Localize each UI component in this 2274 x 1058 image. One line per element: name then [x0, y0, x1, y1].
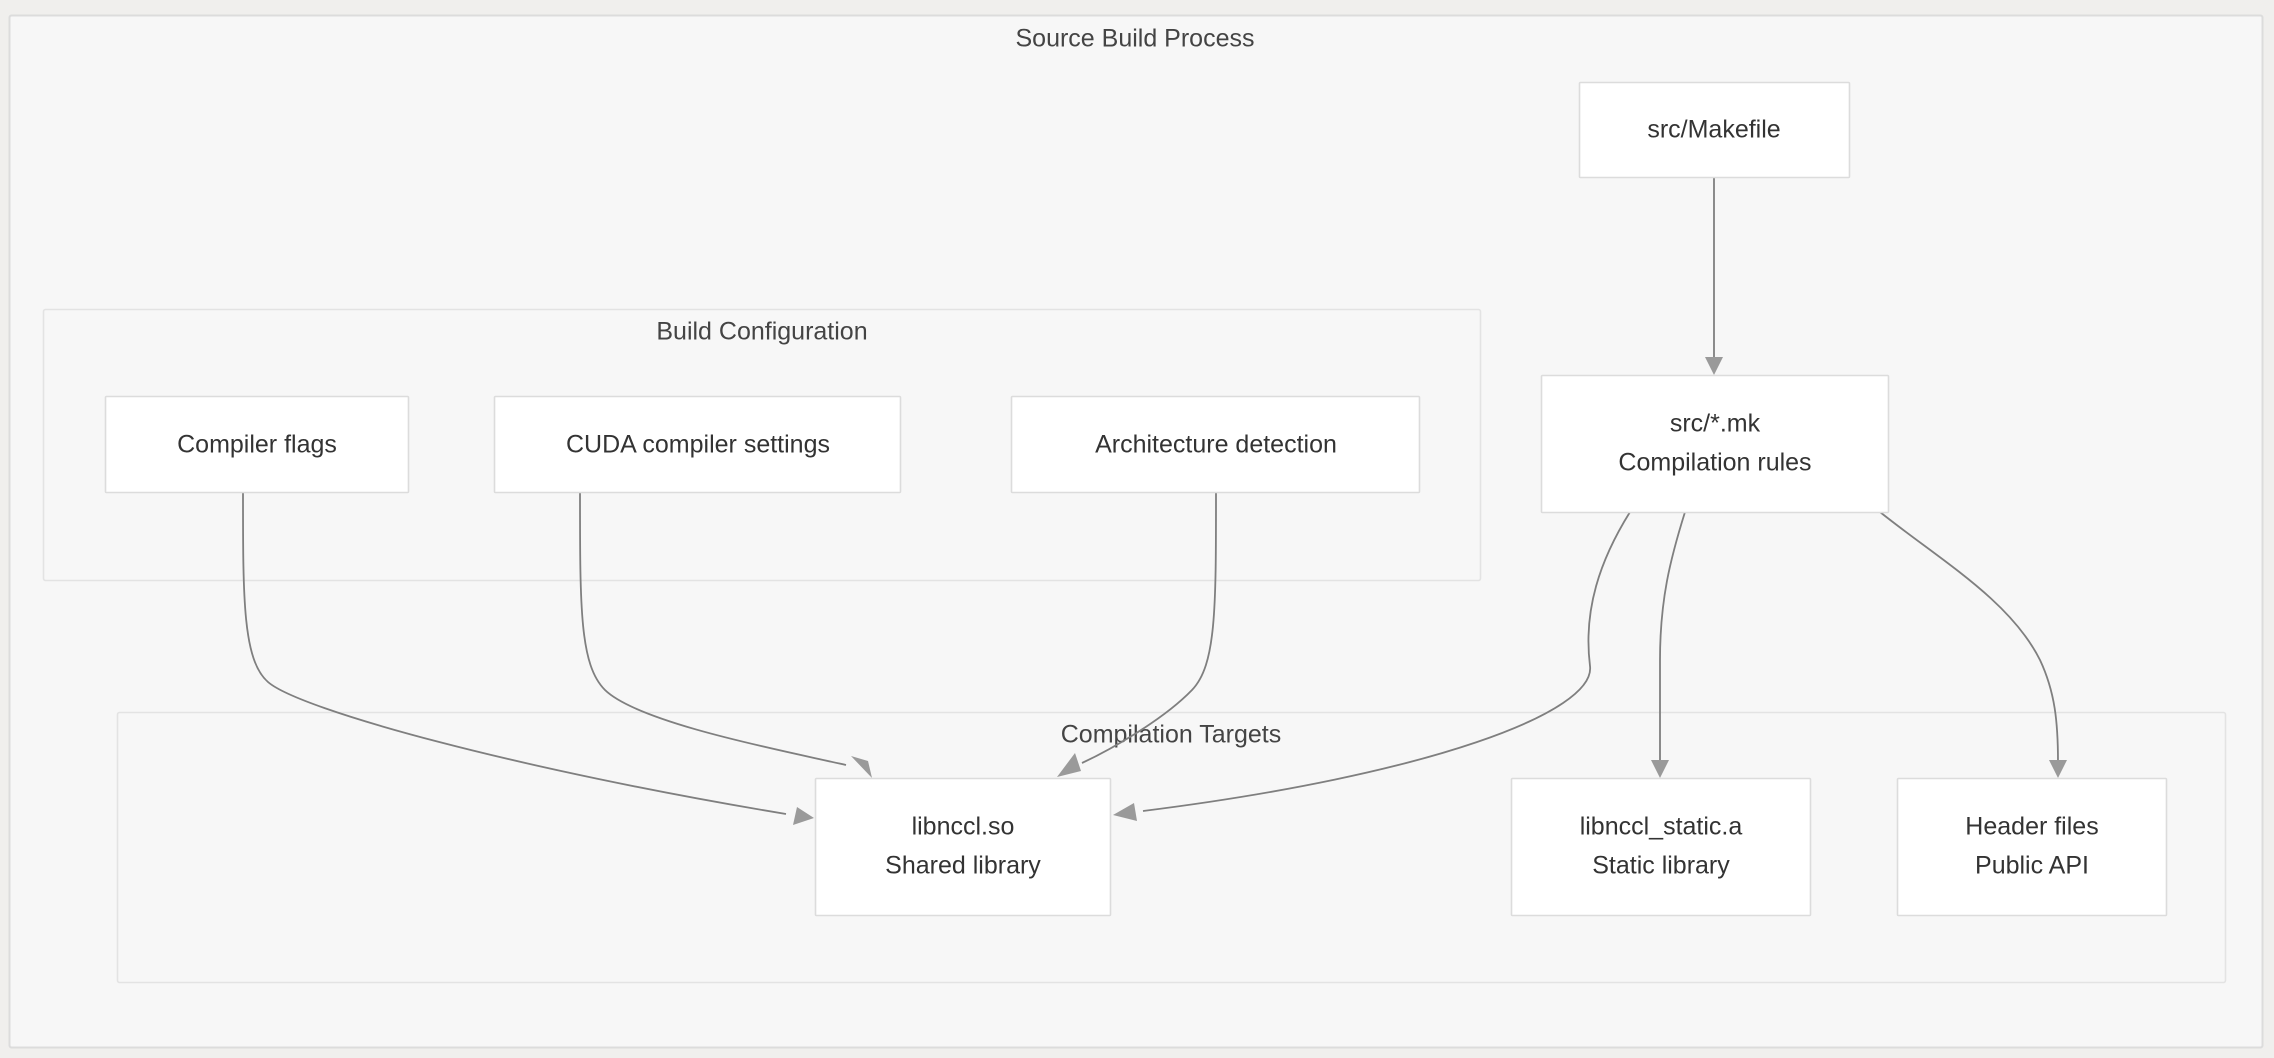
node-header-files-box[interactable] — [1896, 777, 2168, 917]
cluster-label-build-configuration: Build Configuration — [656, 318, 867, 346]
cluster-label-source-build-process: Source Build Process — [1015, 25, 1254, 53]
node-src-makefile-box[interactable] — [1578, 81, 1851, 179]
node-architecture-detection[interactable]: Architecture detection — [1010, 395, 1421, 494]
edge-makefile-to-mk-rules — [1705, 178, 1723, 375]
node-src-mk-compilation-rules[interactable]: src/*.mk Compilation rules — [1540, 374, 1890, 514]
node-cuda-compiler-settings-label: CUDA compiler settings — [566, 431, 830, 459]
node-src-makefile[interactable]: src/Makefile — [1578, 81, 1851, 179]
edge-cuda-compiler-settings-to-libnccl-so — [579, 492, 872, 778]
edge-mk-rules-to-libnccl-static-a — [1651, 511, 1686, 778]
edge-architecture-detection-to-libnccl-so — [1057, 492, 1217, 777]
node-libnccl-static-a[interactable]: libnccl_static.a Static library — [1510, 777, 1812, 917]
node-libnccl-static-a-label-line-1: libnccl_static.a — [1580, 813, 1743, 841]
node-libnccl-static-a-label-line-2: Static library — [1592, 852, 1730, 880]
edge-mk-rules-to-libnccl-so — [1113, 511, 1631, 821]
node-src-mk-label-line-1: src/*.mk — [1670, 410, 1761, 438]
cluster-label-compilation-targets: Compilation Targets — [1061, 721, 1281, 749]
node-cuda-compiler-settings[interactable]: CUDA compiler settings — [493, 395, 902, 494]
node-header-files[interactable]: Header files Public API — [1896, 777, 2168, 917]
node-libnccl-so-label-line-1: libnccl.so — [912, 813, 1015, 841]
node-libnccl-so-box[interactable] — [814, 777, 1112, 917]
node-header-files-label-line-1: Header files — [1965, 813, 2098, 841]
node-libnccl-so-label-line-2: Shared library — [885, 852, 1041, 880]
node-src-makefile-label-line-1: src/Makefile — [1647, 116, 1780, 144]
node-src-mk-label-line-2: Compilation rules — [1618, 449, 1811, 477]
node-src-mk-box[interactable] — [1540, 374, 1890, 514]
node-compiler-flags-label: Compiler flags — [177, 431, 337, 459]
node-libnccl-static-a-box[interactable] — [1510, 777, 1812, 917]
node-compiler-flags-box[interactable] — [104, 395, 410, 494]
node-header-files-label-line-2: Public API — [1975, 852, 2089, 880]
edge-mk-rules-to-header-files — [1879, 511, 2067, 778]
edge-compiler-flags-to-libnccl-so — [242, 492, 814, 825]
node-libnccl-so[interactable]: libnccl.so Shared library — [814, 777, 1112, 917]
node-architecture-detection-box[interactable] — [1010, 395, 1421, 494]
node-architecture-detection-label: Architecture detection — [1095, 431, 1337, 459]
node-compiler-flags[interactable]: Compiler flags — [104, 395, 410, 494]
node-cuda-compiler-settings-box[interactable] — [493, 395, 902, 494]
